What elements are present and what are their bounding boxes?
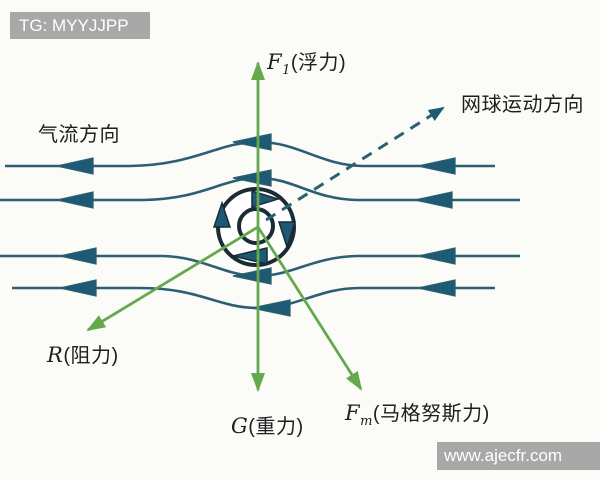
airflow-direction-label: 气流方向	[38, 124, 120, 146]
drag-force-label: R(阻力)	[47, 343, 119, 367]
rotation-arrowhead-left	[212, 200, 232, 228]
flow-arrowhead	[417, 279, 456, 297]
website-watermark-text: www.ajecfr.com	[444, 446, 563, 465]
flow-arrowhead	[251, 299, 291, 317]
magnus-force-arrow	[256, 226, 363, 391]
tennis-ball	[212, 187, 297, 267]
flow-arrowhead	[56, 157, 94, 175]
flow-arrowhead	[417, 247, 456, 265]
flow-arrowhead	[59, 279, 97, 297]
motion-direction-label: 网球运动方向	[461, 94, 584, 116]
flow-arrowhead	[414, 191, 453, 209]
flow-arrowhead	[232, 169, 272, 187]
telegram-watermark-banner: TG: MYYJJPP	[10, 12, 150, 39]
flow-arrowhead	[417, 157, 456, 175]
ball-motion-dashed-arrow	[265, 106, 445, 222]
flow-arrowhead	[59, 247, 97, 265]
flow-arrowhead	[56, 191, 94, 209]
flow-arrowhead	[232, 267, 272, 285]
telegram-watermark-text: TG: MYYJJPP	[19, 15, 129, 35]
force-arrows	[86, 61, 363, 392]
flow-arrowhead	[232, 133, 272, 151]
magnus-force-label: Fm(马格努斯力)	[345, 401, 490, 429]
ball-inner-circle	[237, 207, 275, 245]
gravity-force-label: G(重力)	[231, 414, 304, 438]
rotation-arrowhead-right	[277, 221, 297, 250]
drag-force-arrow	[86, 225, 259, 332]
lift-force-label: F1(浮力)	[267, 50, 347, 78]
website-watermark-banner: www.ajecfr.com	[437, 442, 600, 470]
